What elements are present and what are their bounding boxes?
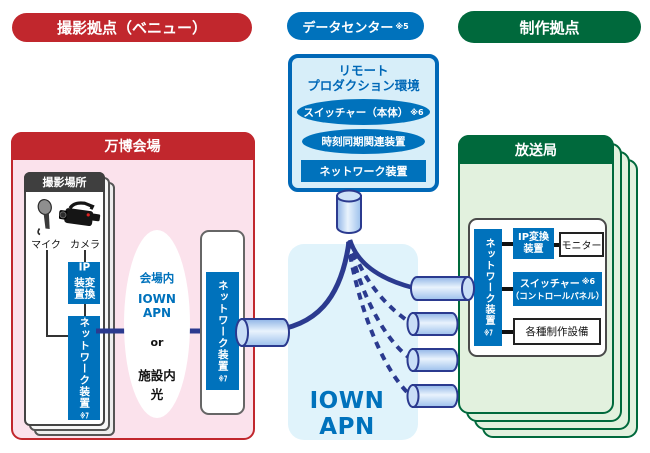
connector-network-switcher <box>502 287 513 291</box>
shooting-card: 撮影場所 マイク <box>24 172 105 426</box>
switcher-main-oval: スイッチャー（本体）※6 <box>297 99 430 125</box>
datacenter-cylinder <box>336 189 362 234</box>
microphone-icon <box>37 198 52 236</box>
iown-apn-box: IOWN APN <box>288 244 418 440</box>
broadcast-header: 放送局 <box>458 135 614 164</box>
edge-network-frame: ネットワーク装置※7 <box>200 230 245 415</box>
broadcast-switcher-box: スイッチャー※6 （コントロールパネル） <box>511 272 604 306</box>
datacenter-box: リモート プロダクション環境 スイッチャー（本体）※6 時刻同期関連装置 ネット… <box>288 54 439 192</box>
datacenter-box-title: リモート プロダクション環境 <box>307 63 420 93</box>
broadcast-ip-device-box: IP変換 装置 <box>513 228 554 259</box>
connector-ip-monitor <box>554 243 560 247</box>
ip-to-network-wire <box>84 304 86 316</box>
connector-network-equipment <box>502 330 513 334</box>
production-pill: 制作拠点 <box>458 11 641 43</box>
datacenter-pill-note: ※5 <box>395 21 409 31</box>
iown-apn-label: IOWN APN <box>309 388 385 440</box>
venue-pill-label: 撮影拠点（ベニュー） <box>56 19 207 37</box>
broadcast-equipment-frame: ネットワーク装置※7 IP変換 装置 モニター スイッチャー※6 （コントロール… <box>468 218 607 357</box>
time-sync-oval: 時刻同期関連装置 <box>302 129 425 154</box>
edge-network-device-box: ネットワーク装置※7 <box>206 272 239 390</box>
oval-line-or: or <box>150 336 164 349</box>
monitor-box: モニター <box>559 232 604 257</box>
production-equipment-box: 各種制作設備 <box>513 318 601 345</box>
connector-network-ip <box>502 242 513 246</box>
oval-line-fiber: 光 <box>150 387 164 402</box>
datacenter-pill-label: データセンター <box>302 20 394 36</box>
venue-network-device-box: ネットワーク装置※7 <box>68 316 100 420</box>
oval-line-iown: IOWN APN <box>138 292 176 320</box>
production-pill-label: 制作拠点 <box>519 18 580 37</box>
broadcast-box: 放送局 ネットワーク装置※7 IP変換 装置 モニター <box>458 135 614 414</box>
expo-venue-box: 万博会場 撮影場所 <box>10 131 255 440</box>
mic-wire-horizontal <box>46 335 68 337</box>
oval-line-venue: 会場内 <box>139 271 175 285</box>
camera-wire <box>84 250 86 262</box>
datacenter-network-box: ネットワーク装置 <box>301 160 426 182</box>
camera-label: カメラ <box>70 240 100 251</box>
venue-pill: 撮影拠点（ベニュー） <box>12 13 252 42</box>
venue-apn-oval: 会場内 IOWN APN or 施設内 光 <box>124 230 190 418</box>
datacenter-pill: データセンター※5 <box>287 12 424 40</box>
expo-venue-header: 万博会場 <box>10 131 255 160</box>
broadcast-network-device-box: ネットワーク装置※7 <box>474 229 502 346</box>
oval-line-facility: 施設内 <box>138 368 176 383</box>
camera-icon <box>59 201 101 227</box>
mic-wire-vertical <box>46 250 48 336</box>
mic-label: マイク <box>31 240 61 251</box>
shooting-card-header: 撮影場所 <box>24 172 105 192</box>
